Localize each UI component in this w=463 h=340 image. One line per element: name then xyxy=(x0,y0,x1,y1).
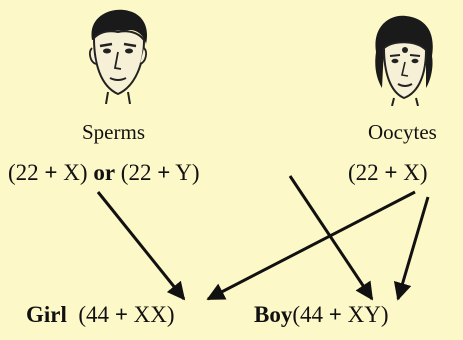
oocyte-open: (22 xyxy=(348,160,385,185)
plus-sign: + xyxy=(44,160,58,185)
girl-label: Girl xyxy=(26,302,67,327)
boy-open: (44 xyxy=(292,302,329,327)
plus-sign: + xyxy=(114,302,128,327)
boy-label: Boy xyxy=(254,302,293,327)
plus-sign: + xyxy=(384,160,398,185)
sperm-y-close: Y) xyxy=(170,160,200,185)
sperm-x-open: (22 xyxy=(8,160,45,185)
arrow-oocyte-to-girl xyxy=(206,190,416,301)
girl-close: XX) xyxy=(127,302,175,327)
plus-sign: + xyxy=(328,302,342,327)
or-word: or xyxy=(93,160,116,185)
female-face-icon xyxy=(375,15,433,106)
girl-open: (44 xyxy=(66,302,115,327)
boy-close: XY) xyxy=(341,302,389,327)
sperm-genotypes: (22 + X) or (22 + Y) xyxy=(8,160,199,186)
arrow-oocyte-to-boy xyxy=(393,196,430,301)
oocyte-genotype: (22 + X) xyxy=(348,160,428,186)
sperm-y-open: (22 xyxy=(115,160,158,185)
sperms-label: Sperms xyxy=(82,120,145,144)
girl-result: Girl (44 + XX) xyxy=(26,302,175,328)
arrow-sperm-y-to-boy xyxy=(288,175,374,301)
arrow-sperm-x-to-girl xyxy=(96,191,186,301)
oocyte-close: X) xyxy=(397,160,428,185)
sperm-x-close: X) xyxy=(57,160,94,185)
boy-result: Boy(44 + XY) xyxy=(254,302,389,328)
male-face-icon xyxy=(89,9,148,104)
plus-sign: + xyxy=(157,160,171,185)
oocytes-label: Oocytes xyxy=(368,120,437,144)
